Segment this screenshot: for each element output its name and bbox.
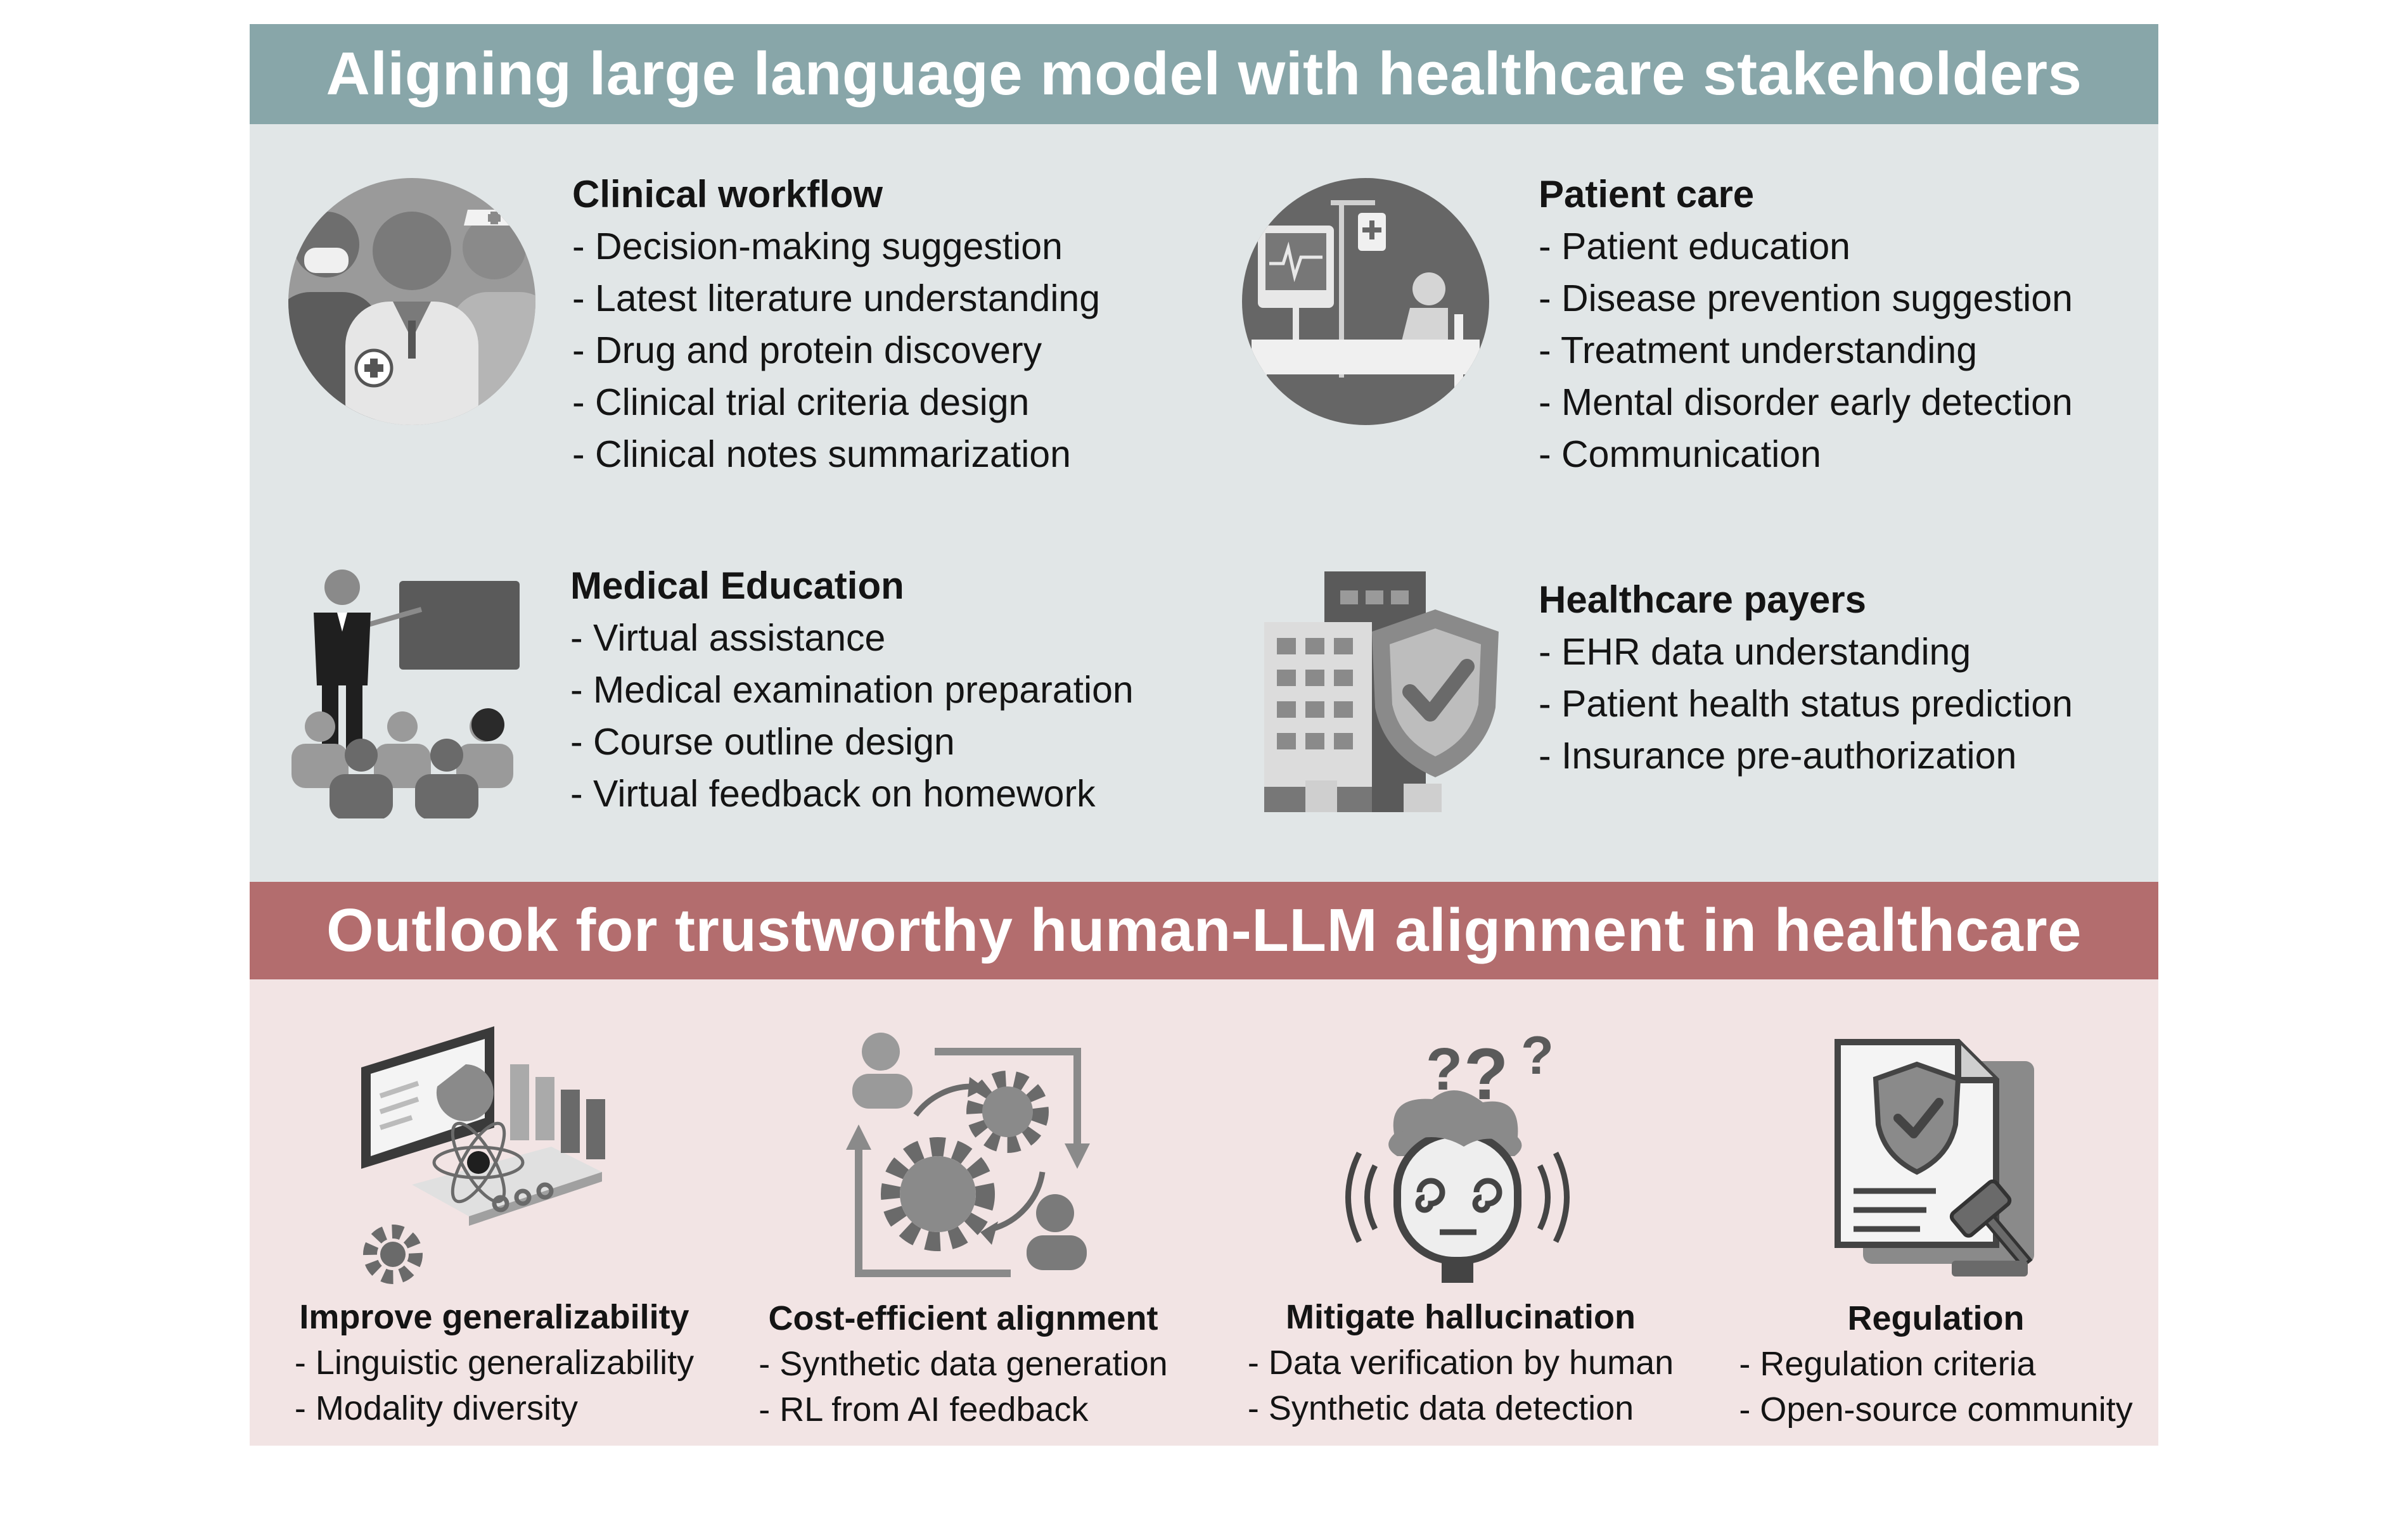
list-item: - Treatment understanding [1539,329,1978,371]
stakeholder-heading: Clinical workflow [572,173,883,215]
regulation-document-icon [1835,1039,2034,1277]
list-item: - Patient health status prediction [1539,683,2073,725]
main-title-banner: Aligning large language model with healt… [250,24,2158,124]
list-item: - Linguistic generalizability [294,1344,695,1382]
list-item: - Decision-making suggestion [572,226,1063,267]
outlook-heading: Improve generalizability [299,1298,689,1336]
list-item: - Modality diversity [294,1389,578,1427]
computer-atom-icon [361,1026,605,1284]
stakeholder-heading: Healthcare payers [1539,578,1866,621]
outlook-title: Outlook for trustworthy human-LLM alignm… [326,896,2082,964]
confused-person-icon: ? ? ? [1345,1026,1570,1283]
list-item: - Medical examination preparation [570,669,1134,711]
clinicians-icon [288,178,535,425]
list-item: - Drug and protein discovery [572,329,1042,371]
list-item: - Synthetic data generation [759,1345,1168,1383]
list-item: - Regulation criteria [1739,1345,2036,1383]
list-item: - Communication [1539,433,1821,475]
list-item: - Data verification by human [1247,1344,1674,1382]
stakeholder-patient-care: Patient care - Patient education - Disea… [1539,169,2073,480]
main-title: Aligning large language model with healt… [326,40,2082,108]
list-item: - Patient education [1539,226,1850,267]
classroom-icon [291,570,520,818]
list-item: - Latest literature understanding [572,277,1101,319]
outlook-hallucination: Mitigate hallucination - Data verificati… [1220,1294,1701,1431]
hospital-bed-icon [1242,178,1489,425]
list-item: - Mental disorder early detection [1539,381,2073,423]
outlook-regulation: Regulation - Regulation criteria - Open-… [1695,1296,2177,1432]
stakeholders-panel [250,124,2158,882]
outlook-heading: Regulation [1847,1299,2025,1337]
list-item: - Synthetic data detection [1247,1389,1634,1427]
stakeholder-clinical-workflow: Clinical workflow - Decision-making sugg… [572,169,1100,480]
stakeholder-medical-education: Medical Education - Virtual assistance -… [570,560,1134,820]
list-item: - RL from AI feedback [759,1391,1089,1429]
list-item: - Disease prevention suggestion [1539,277,2073,319]
stakeholder-healthcare-payers: Healthcare payers - EHR data understandi… [1539,574,2073,782]
list-item: - Insurance pre-authorization [1539,735,2017,777]
outlook-title-banner: Outlook for trustworthy human-LLM alignm… [250,882,2158,979]
list-item: - EHR data understanding [1539,631,1971,673]
outlook-heading: Mitigate hallucination [1285,1298,1636,1336]
list-item: - Virtual feedback on homework [570,773,1096,815]
list-item: - Clinical trial criteria design [572,381,1030,423]
outlook-cost-efficient: Cost-efficient alignment - Synthetic dat… [722,1296,1204,1432]
insurance-building-icon [1264,571,1499,812]
list-item: - Open-source community [1739,1391,2133,1429]
outlook-generalizability: Improve generalizability - Linguistic ge… [253,1294,735,1431]
list-item: - Clinical notes summarization [572,433,1071,475]
list-item: - Course outline design [570,721,955,763]
list-item: - Virtual assistance [570,617,886,659]
outlook-heading: Cost-efficient alignment [768,1299,1158,1337]
svg-text:?: ? [1521,1026,1554,1086]
stakeholder-heading: Medical Education [570,564,904,607]
user-gears-cycle-icon [846,1033,1090,1277]
stakeholder-heading: Patient care [1539,173,1755,215]
